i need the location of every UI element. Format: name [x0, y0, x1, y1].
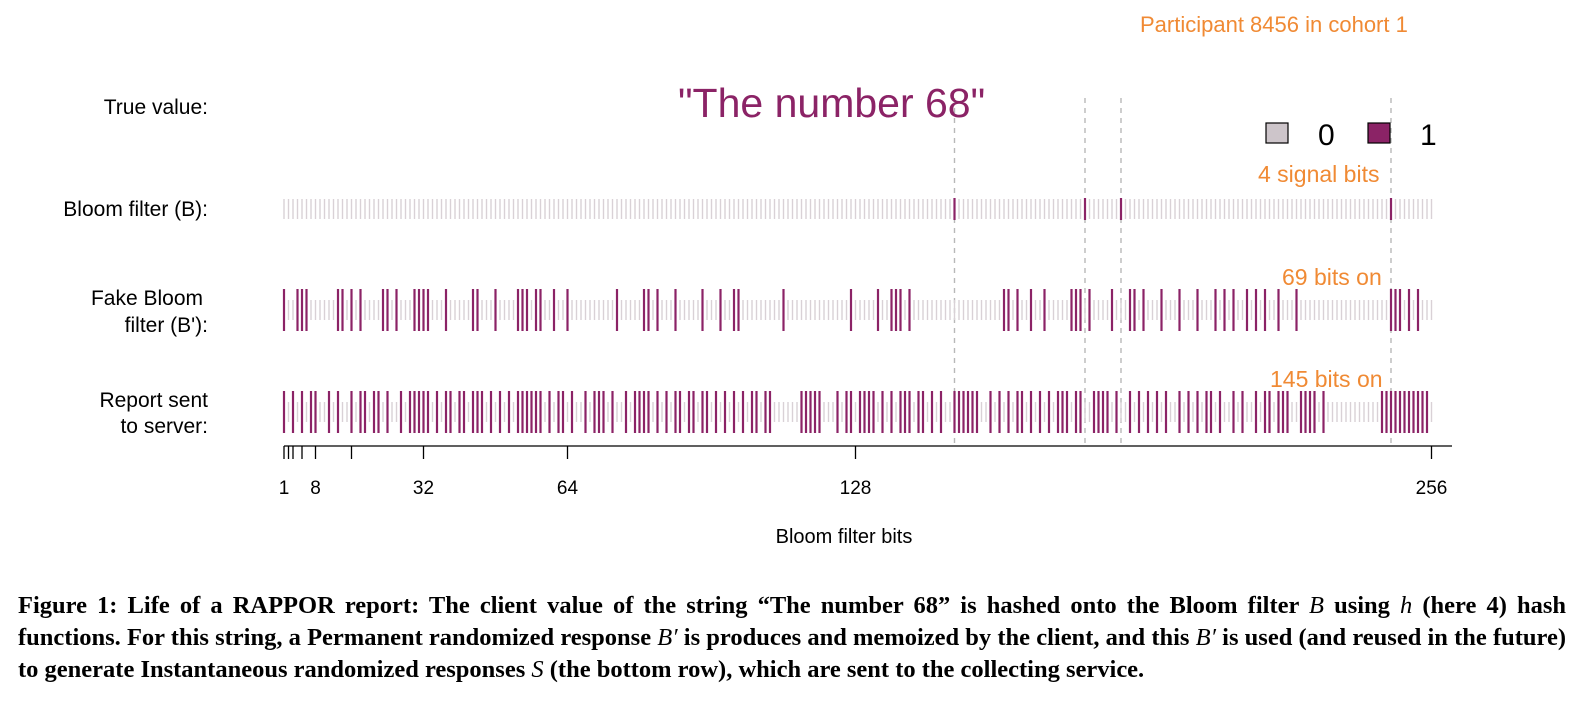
caption-mid1: using — [1323, 592, 1401, 619]
x-axis-label: Bloom filter bits — [775, 526, 913, 548]
x-tick-label: 128 — [840, 478, 872, 499]
caption-var-s: S — [531, 656, 544, 683]
legend-swatch — [1265, 122, 1289, 144]
legend-label: 1 — [1420, 119, 1437, 152]
annotation-report: 145 bits on — [1270, 366, 1383, 392]
caption-prefix: Figure 1: Life of a RAPPOR report: The c… — [18, 592, 1310, 619]
row-label-report-line1: Report sent — [99, 389, 208, 412]
report-bit-row — [282, 391, 1433, 433]
participant-label: Participant 8456 in cohort 1 — [1140, 12, 1408, 37]
legend-label: 0 — [1318, 119, 1335, 152]
annotation-fake: 69 bits on — [1282, 264, 1382, 290]
caption-var-b: B — [1309, 592, 1324, 619]
figure-caption: Figure 1: Life of a RAPPOR report: The c… — [18, 590, 1566, 686]
true-value-text: "The number 68" — [678, 80, 986, 126]
signal-bit-guides — [953, 98, 1392, 446]
caption-var-bprime-2: B′ — [1195, 624, 1216, 651]
caption-mid3: is produces and memoized by the client, … — [677, 624, 1196, 651]
x-tick-label: 32 — [413, 478, 434, 499]
caption-suffix: (the bottom row), which are sent to the … — [543, 656, 1145, 683]
caption-var-bprime: B′ — [657, 624, 678, 651]
row-label-report-line2: to server: — [120, 415, 208, 438]
caption-var-h: h — [1400, 592, 1413, 619]
row-label-bloom: Bloom filter (B): — [63, 198, 208, 221]
annotation-bloom: 4 signal bits — [1258, 161, 1380, 187]
x-tick-label: 1 — [279, 478, 290, 499]
caption-mid4: is used (and reused in the future) to ge… — [18, 624, 1566, 683]
bloom-bit-row — [283, 198, 1433, 220]
legend-swatch — [1367, 122, 1391, 144]
bit-rows — [282, 198, 1433, 433]
row-label-true-value: True value: — [103, 96, 208, 119]
x-tick-label: 8 — [310, 478, 321, 499]
x-tick-label: 64 — [557, 478, 579, 499]
x-tick-label: 256 — [1416, 478, 1448, 499]
row-label-fake-line2: filter (B'): — [124, 314, 208, 337]
caption-mid2: (here 4) hash functions. For this string… — [18, 592, 1566, 651]
row-label-fake-line1: Fake Bloom — [90, 287, 203, 310]
fake-bit-row — [282, 289, 1433, 331]
